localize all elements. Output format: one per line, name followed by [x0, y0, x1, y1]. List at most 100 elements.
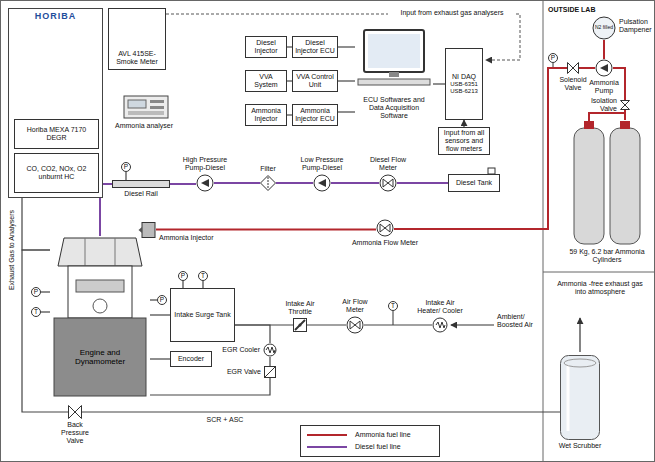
heat-exchanger-symbol-outline-part	[433, 318, 447, 332]
throttle-symbol-outline-part	[299, 324, 302, 327]
engine-block-outline-part	[58, 238, 142, 266]
process-box: NI DAQUSB-6351 USB-6213	[445, 48, 483, 120]
cylinder-manifold	[589, 113, 625, 122]
connector-line	[150, 299, 157, 300]
pump-symbol-outline-part	[197, 175, 213, 191]
scrubber-tank-outline-part	[564, 359, 596, 367]
fuel-rail-outline-part	[113, 181, 170, 188]
heat-exchanger-symbol-outline-part	[436, 322, 445, 328]
free-label: Ammonia -free exhaust gas into atmospher…	[552, 280, 648, 296]
legend-box: Ammonia fuel lineDiesel fuel line	[300, 425, 440, 457]
region-frame-part	[543, 272, 655, 273]
filter-symbol-outline-part	[261, 176, 276, 191]
node-sublabel: USB-6351 USB-6213	[448, 81, 480, 95]
computer-icon-part	[364, 30, 424, 72]
connector-line	[82, 411, 560, 412]
node-label: Ammonia Injector ECU	[295, 107, 335, 123]
node-label: VVA System	[248, 73, 284, 89]
connector-line	[235, 325, 270, 343]
engine-block-outline-part	[54, 318, 146, 396]
valve-symbol: Isolation Valve	[620, 100, 630, 110]
sensor-circle: P	[548, 53, 558, 63]
legend-row: Ammonia fuel line	[307, 429, 433, 441]
computer-icon	[358, 30, 430, 85]
fuel-line	[624, 110, 626, 120]
node-label: Solenoid Valve	[558, 76, 588, 92]
free-label: SCR + ASC	[195, 416, 255, 424]
connector-line	[307, 324, 346, 325]
fuel-line	[170, 183, 196, 185]
legend-row: Diesel fuel line	[307, 441, 433, 453]
node-label: Isolation Valve	[585, 97, 617, 113]
node-label: ECU Softwares and Data Acquisition Softw…	[355, 96, 433, 120]
throttle-symbol-outline-part	[294, 319, 307, 332]
computer-icon-part	[389, 72, 399, 77]
node-label: Diesel Tank	[456, 179, 492, 187]
sensor-circle: P	[121, 162, 131, 172]
pump-symbol-outline	[313, 174, 331, 192]
sensor-circle: P	[157, 295, 167, 305]
legend-label: Ammonia fuel line	[355, 431, 411, 439]
pump-symbol-outline	[595, 59, 613, 77]
flow-meter-symbol-outline-part	[380, 175, 396, 191]
engine-block-outline-part	[68, 266, 132, 318]
engine-block-outline-part	[93, 299, 107, 313]
flow-meter-symbol-outline-part	[383, 179, 393, 187]
node-label: NI DAQ	[452, 73, 476, 81]
throttle-symbol-outline-part	[295, 320, 305, 330]
connector-line	[150, 314, 170, 315]
process-box: VVA System	[245, 70, 287, 92]
region-frame-part	[543, 0, 544, 462]
node-label: 59 Kg, 6.2 bar Ammonia Cylinders	[565, 248, 649, 264]
pump-symbol: Ammonia Pump	[595, 59, 613, 77]
sensor-tap-part	[393, 311, 394, 325]
gas-cylinders-outline-part	[610, 128, 640, 244]
heat-exchanger-symbol-outline-part	[266, 347, 275, 353]
node-label: Back Pressure Valve	[53, 421, 97, 445]
node-label: Horiba MEXA 7170 DEGR	[17, 126, 96, 142]
computer-icon-part	[358, 79, 430, 85]
connector-line	[150, 378, 270, 395]
sensor-circle: T	[198, 271, 208, 281]
node-label: EGR Valve	[227, 368, 261, 376]
throttle-symbol: Intake Air Throttle	[293, 318, 307, 332]
heat-exchanger-symbol: Intake Air Heater/ Cooler	[432, 317, 448, 333]
ammonia-analyser-icon-part	[128, 111, 164, 115]
scrubber-tank-outline-part	[561, 356, 600, 440]
connector-line	[338, 46, 355, 47]
fuel-line	[331, 182, 379, 184]
heat-exchanger-symbol: EGR Cooler	[263, 343, 277, 357]
connector-line	[433, 83, 445, 84]
scrubber-tank-outline	[560, 355, 600, 440]
free-label: Ammonia analyser	[108, 122, 180, 130]
engine-block-outline-part	[76, 280, 124, 292]
flow-meter-symbol: Air Flow Meter	[346, 316, 364, 334]
free-label: Input from exhaust gas analysers	[388, 9, 516, 17]
sensor-circle: T	[388, 301, 398, 311]
injector-symbol-outline	[138, 222, 156, 238]
valve-symbol: Solenoid Valve	[567, 62, 579, 74]
egr-valve-symbol-outline	[264, 366, 276, 378]
node-label: P	[34, 288, 38, 295]
node-label: Encoder	[178, 355, 204, 363]
heat-exchanger-symbol-outline	[263, 343, 277, 357]
gas-cylinders: 59 Kg, 6.2 bar Ammonia Cylinders	[572, 120, 642, 246]
valve-symbol-outline	[620, 100, 630, 110]
legend-swatch	[307, 446, 347, 448]
ammonia-analyser-icon-part	[128, 100, 146, 108]
sensor-circle: T	[31, 307, 41, 317]
node-label: P	[551, 54, 555, 61]
egr-valve-symbol-outline-part	[265, 367, 276, 378]
sensor-circle: P	[178, 271, 188, 281]
node-label: Intake Air Throttle	[280, 300, 320, 316]
connector-line	[338, 80, 355, 81]
node-label: Diesel Injector ECU	[295, 39, 335, 55]
connector-line	[269, 357, 270, 366]
scrubber-tank: Wet Scrubber	[560, 355, 600, 440]
node-label: Pulsation Dampener	[619, 18, 655, 34]
pump-symbol-outline-part	[596, 60, 612, 76]
flow-meter-symbol-outline-part	[380, 224, 390, 232]
computer-node: ECU Softwares and Data Acquisition Softw…	[355, 28, 433, 120]
connector-line	[364, 324, 432, 325]
